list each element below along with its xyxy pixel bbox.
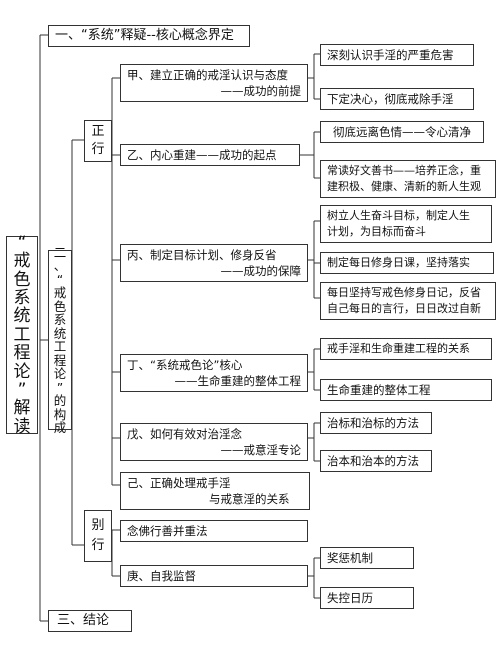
item-bing: 丙、制定目标计划、修身反省 ——成功的保障 [120,244,308,282]
leaf-jia-1: 深刻认识手淫的严重危害 [320,44,474,66]
leaf-yi-2: 常读好文善书——培养正念，重 建积极、健康、清新的新人生观 [320,160,496,198]
jia-connector [308,53,320,100]
leaf-ding-1: 戒手淫和生命重建工程的关系 [320,338,492,360]
wu-connector [308,422,320,462]
item-geng: 庚、自我监督 [120,565,308,587]
section-one-box: 一、“系统”释疑--核心概念界定 [48,25,250,47]
item-nianfo: 念佛行善并重法 [120,520,308,542]
item-wu: 戊、如何有效对治淫念 ——戒意淫专论 [120,423,308,461]
group-bie: 别 行 [84,510,112,562]
section-three-label: 三、结论 [57,613,110,628]
section-three-box: 三、结论 [48,610,132,632]
section-two-connector [71,139,84,546]
item-jia: 甲、建立正确的戒淫认识与态度 ——成功的前提 [120,64,308,102]
ding-connector [308,348,320,391]
bie-connector [111,529,120,577]
leaf-bing-2: 制定每日修身日课，坚持落实 [320,252,494,274]
root-connector [39,34,48,622]
leaf-ding-2: 生命重建的整体工程 [320,379,492,401]
bing-connector [308,220,320,299]
geng-connector [308,557,320,599]
leaf-jia-2: 下定决心，彻底戒除手淫 [320,88,474,110]
leaf-geng-1: 奖惩机制 [320,547,414,569]
root-title: “ 戒 色 系 统 工 程 论 ” 解 读 [6,234,38,436]
item-yi: 乙、内心重建——成功的起点 [120,144,300,166]
section-two-box: 二 、 “ 戒 色 系 统 工 程 论 ” 的 构 成 [48,245,72,434]
item-ding: 丁、“系统戒色论”核心 ——生命重建的整体工程 [120,354,308,392]
leaf-wu-2: 治本和治本的方法 [320,450,432,472]
section-one-label: 一、“系统”释疑--核心概念界定 [55,28,234,43]
leaf-wu-1: 治标和治标的方法 [320,412,432,434]
zheng-connector [111,77,120,486]
item-ji: 己、正确处理戒手淫 与戒意淫的关系 [120,472,310,510]
leaf-bing-1: 树立人生奋斗目标，制定人生 计划，为目标而奋斗 [320,205,492,243]
leaf-yi-1: 彻底远离色情——令心清净 [320,121,484,143]
leaf-bing-3: 每日坚持写戒色修身日记，反省 自己每日的言行，日日改过自新 [320,282,496,320]
yi-connector [300,131,320,179]
group-zheng: 正 行 [84,120,112,162]
leaf-geng-2: 失控日历 [320,587,414,609]
